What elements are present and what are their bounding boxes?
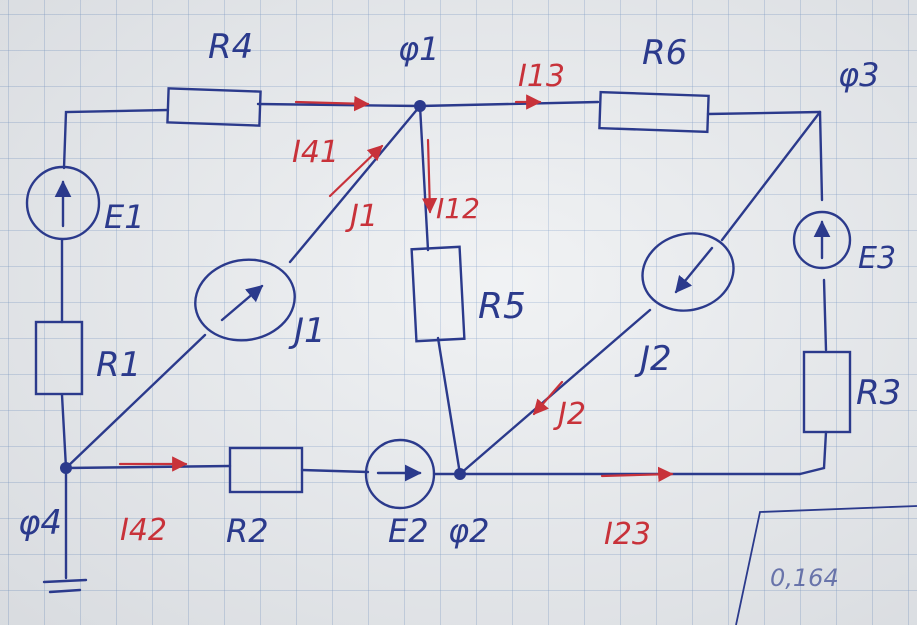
label-i12: I12 — [436, 192, 480, 225]
label-i13: I13 — [518, 59, 565, 94]
resistor-r2 — [228, 446, 304, 494]
label-e2: E2 — [388, 512, 429, 550]
label-phi2: φ2 — [448, 512, 489, 550]
current-source-j1 — [194, 258, 296, 342]
resistor-r3 — [802, 350, 852, 434]
label-phi3: φ3 — [838, 56, 879, 94]
label-r2: R2 — [226, 512, 269, 550]
label-i23: I23 — [604, 517, 651, 552]
wire-bottom-mid — [300, 468, 370, 474]
label-j1-inner: J1 — [345, 199, 378, 234]
wire-left-upper — [62, 108, 170, 170]
label-j1-outer: J1 — [288, 311, 326, 351]
wire-mid-lower — [436, 336, 462, 476]
wire-right-mid — [822, 278, 828, 352]
corner-note: 0,164 — [770, 564, 839, 592]
wire-diag-j1-upper — [288, 104, 422, 264]
current-source-j2 — [641, 232, 735, 312]
ground-icon — [42, 468, 88, 594]
wire-right-upper — [818, 110, 824, 202]
wire-diag-j2-upper — [720, 110, 822, 242]
wire-diag-j1-lower — [64, 333, 207, 470]
label-i42: I42 — [120, 513, 167, 548]
node-phi4-dot — [60, 462, 72, 474]
wire-top-mid — [418, 100, 600, 108]
label-phi1: φ1 — [398, 30, 439, 68]
node-phi2-dot — [454, 468, 466, 480]
label-r1: R1 — [96, 345, 141, 385]
resistor-r6 — [598, 90, 710, 134]
corner-note-border — [735, 505, 917, 625]
arrow-j1 — [328, 144, 384, 198]
arrow-i12 — [421, 138, 438, 214]
arrow-i41-top — [294, 95, 370, 112]
resistor-r1 — [34, 320, 84, 396]
label-j2-inner: J2 — [553, 397, 586, 432]
wire-right-lower — [798, 430, 828, 476]
label-i41: I41 — [292, 135, 339, 170]
label-r5: R5 — [478, 286, 526, 327]
wire-bottom-left — [64, 464, 232, 470]
label-r4: R4 — [208, 27, 253, 67]
wire-diag-j2-lower — [458, 308, 652, 476]
label-e3: E3 — [858, 241, 896, 276]
wire-left-lower — [60, 393, 68, 470]
emf-source-e3 — [792, 210, 852, 270]
wire-top-left — [256, 102, 422, 108]
arrow-i23 — [600, 466, 674, 483]
label-e1: E1 — [104, 198, 145, 236]
resistor-r5 — [410, 245, 466, 343]
label-r3: R3 — [856, 373, 901, 413]
label-phi4: φ4 — [18, 503, 62, 543]
wire-mid-upper — [418, 104, 430, 252]
resistor-r4 — [166, 87, 262, 127]
label-r6: R6 — [642, 33, 687, 73]
emf-source-e1 — [25, 165, 101, 241]
node-phi1-dot — [414, 100, 426, 112]
label-j2-outer: J2 — [634, 339, 672, 379]
wire-top-right — [706, 110, 822, 116]
arrow-j2 — [532, 380, 564, 416]
emf-source-e2 — [364, 438, 436, 510]
